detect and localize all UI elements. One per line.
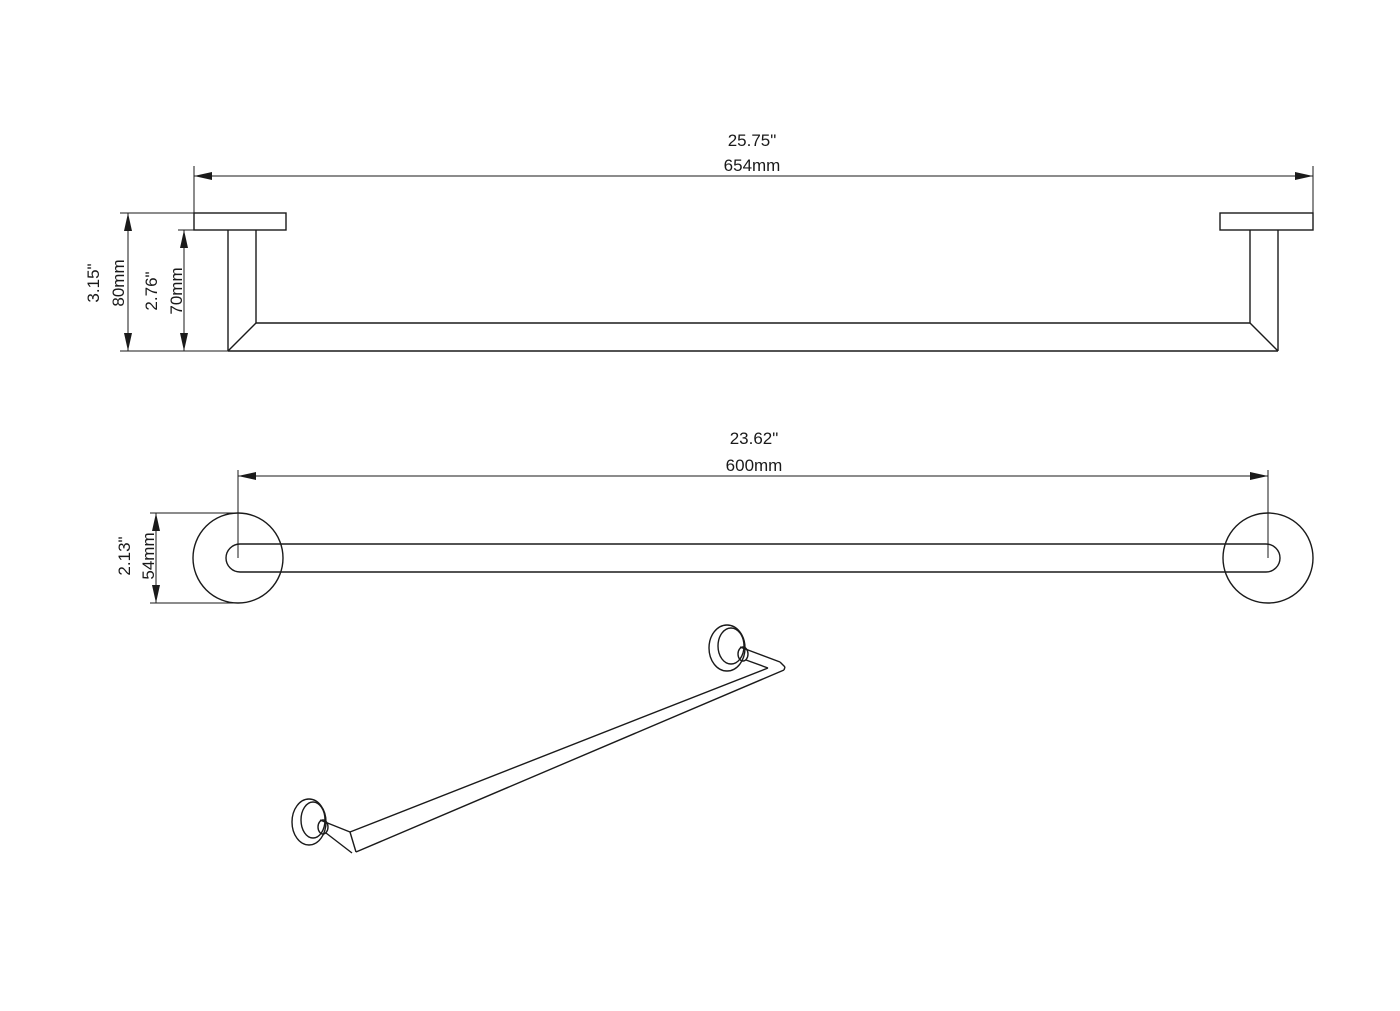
total-height-inches: 3.15": [84, 263, 103, 302]
isometric-view: [291, 624, 786, 854]
bar-length-mm: 600mm: [726, 456, 783, 475]
flange-diameter-inches: 2.13": [115, 536, 134, 575]
arrowhead-right: [1250, 472, 1268, 480]
overall-length-mm: 654mm: [724, 156, 781, 175]
flange-diameter-dimension: 2.13" 54mm: [115, 512, 238, 604]
iso-towel-bar: [349, 661, 786, 853]
arrowhead-right: [1295, 172, 1313, 180]
arrowhead-down: [124, 333, 132, 351]
projection-dimension: 2.76" 70mm: [142, 229, 228, 351]
overall-length-inches: 25.75": [728, 131, 777, 150]
projection-mm: 70mm: [167, 267, 186, 314]
flange-diameter-mm: 54mm: [139, 532, 158, 579]
towel-bar-front: [227, 322, 1279, 352]
towel-bar-top: [225, 543, 1281, 573]
total-height-dimension: 3.15" 80mm: [84, 212, 228, 352]
projection-inches: 2.76": [142, 271, 161, 310]
iso-lower-mount: [291, 798, 353, 854]
right-flange: [1222, 512, 1314, 604]
right-wall-mount: [1219, 212, 1314, 351]
front-view: 25.75" 654mm 3.15": [84, 131, 1314, 352]
arrowhead-up: [124, 213, 132, 231]
top-view: 23.62" 600mm 2.13" 54mm: [115, 429, 1314, 604]
iso-upper-mount: [708, 624, 781, 672]
arrowhead-up: [180, 230, 188, 248]
bar-length-inches: 23.62": [730, 429, 779, 448]
arrowhead-down: [152, 585, 160, 603]
arrowhead-down: [180, 333, 188, 351]
arrowhead-left: [238, 472, 256, 480]
overall-length-dimension: 25.75" 654mm: [193, 131, 1314, 213]
arrowhead-up: [152, 513, 160, 531]
total-height-mm: 80mm: [109, 259, 128, 306]
arrowhead-left: [194, 172, 212, 180]
left-wall-mount: [193, 212, 287, 351]
bar-length-dimension: 23.62" 600mm: [237, 429, 1269, 558]
